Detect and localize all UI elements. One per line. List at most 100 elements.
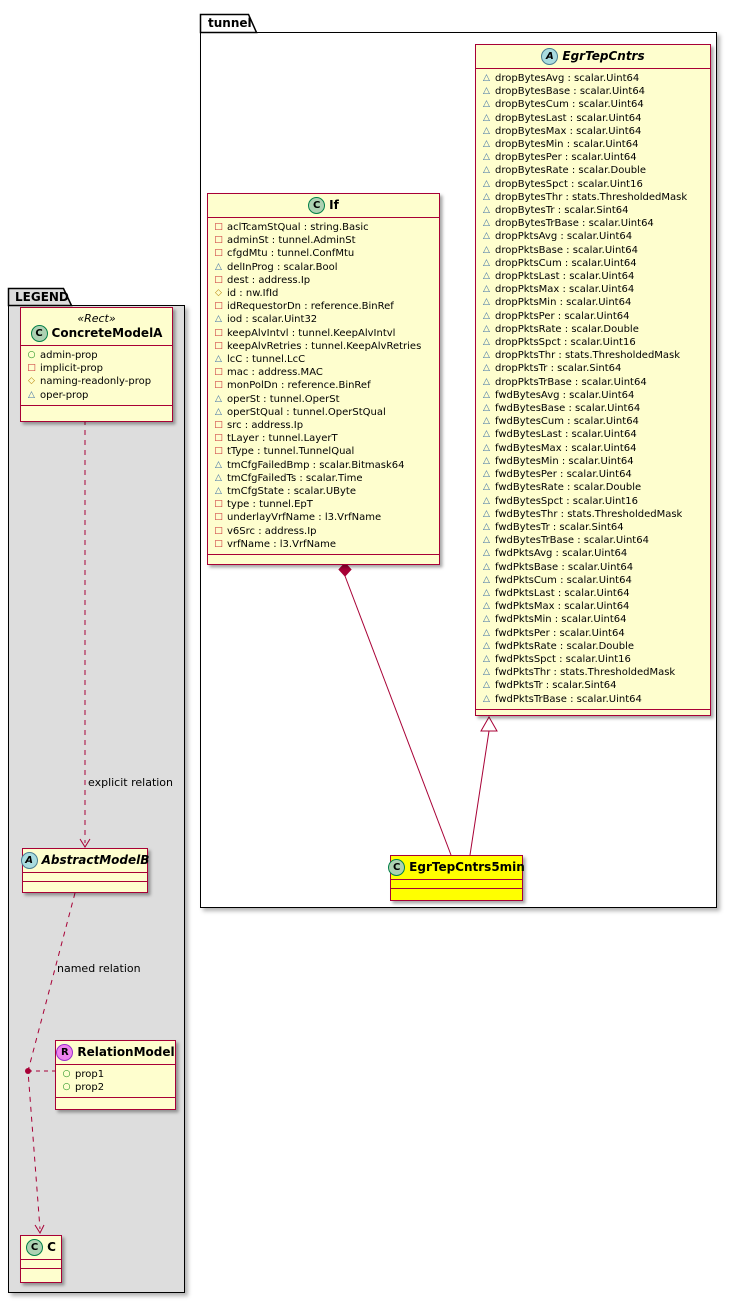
attribute-text: dropPktsMax : scalar.Uint64 <box>495 284 635 296</box>
class-if: C If aclTcamStQual : string.Basic adminS… <box>207 193 440 565</box>
attribute-row: dropPktsTrBase : scalar.Uint64 <box>476 376 710 389</box>
attribute-row: tLayer : tunnel.LayerT <box>208 432 439 445</box>
oper-prop-icon <box>481 283 492 296</box>
attribute-text: adminSt : tunnel.AdminSt <box>227 235 356 247</box>
property-visibility-icon <box>213 445 224 458</box>
attribute-text: fwdBytesRate : scalar.Double <box>495 482 642 494</box>
attribute-row: dropPktsSpct : scalar.Uint16 <box>476 336 710 349</box>
attribute-row: fwdPktsMin : scalar.Uint64 <box>476 613 710 626</box>
oper-prop-icon <box>481 85 492 98</box>
attribute-row: dropBytesCum : scalar.Uint64 <box>476 98 710 111</box>
attribute-row: fwdBytesSpct : scalar.Uint16 <box>476 495 710 508</box>
property-visibility-icon <box>26 375 37 388</box>
oper-prop-icon <box>481 455 492 468</box>
attribute-text: fwdBytesSpct : scalar.Uint16 <box>495 495 638 507</box>
attribute-text: fwdPktsMin : scalar.Uint64 <box>495 614 627 626</box>
attribute-text: dropBytesRate : scalar.Double <box>495 165 646 177</box>
attribute-text: dropBytesThr : stats.ThresholdedMask <box>495 191 688 203</box>
class-relationmodel: R RelationModel prop1 prop2 <box>55 1040 176 1110</box>
attribute-text: dropPktsThr : stats.ThresholdedMask <box>495 350 681 362</box>
class-icon: C <box>308 197 326 214</box>
oper-prop-icon <box>481 112 492 125</box>
oper-prop-icon <box>481 244 492 257</box>
attribute-row: fwdPktsCum : scalar.Uint64 <box>476 574 710 587</box>
attribute-text: fwdBytesMax : scalar.Uint64 <box>495 442 637 454</box>
attribute-text: dropPktsPer : scalar.Uint64 <box>495 310 630 322</box>
attribute-text: dropPktsAvg : scalar.Uint64 <box>495 231 633 243</box>
attribute-row: idRequestorDn : reference.BinRef <box>208 300 439 313</box>
attributes-section: aclTcamStQual : string.Basic adminSt : t… <box>208 217 439 554</box>
attribute-row: dropBytesMax : scalar.Uint64 <box>476 125 710 138</box>
attribute-row: dropPktsThr : stats.ThresholdedMask <box>476 349 710 362</box>
attribute-text: implicit-prop <box>40 363 103 375</box>
attribute-row: fwdBytesCum : scalar.Uint64 <box>476 415 710 428</box>
oper-prop-icon <box>481 521 492 534</box>
attribute-text: type : tunnel.EpT <box>227 499 313 511</box>
attribute-text: fwdBytesThr : stats.ThresholdedMask <box>495 508 683 520</box>
property-visibility-icon <box>213 459 224 472</box>
attribute-text: dropPktsTr : scalar.Sint64 <box>495 363 622 375</box>
oper-prop-icon <box>481 296 492 309</box>
attribute-text: fwdPktsTr : scalar.Sint64 <box>495 680 617 692</box>
attribute-row: dropBytesTrBase : scalar.Uint64 <box>476 217 710 230</box>
class-header: «Rect» C ConcreteModelA <box>21 308 172 345</box>
named-relation-label: named relation <box>57 962 141 975</box>
attribute-row: fwdBytesLast : scalar.Uint64 <box>476 428 710 441</box>
attribute-text: fwdPktsBase : scalar.Uint64 <box>495 561 634 573</box>
attribute-text: tmCfgFailedTs : scalar.Time <box>227 472 363 484</box>
oper-prop-icon <box>481 534 492 547</box>
oper-prop-icon <box>481 679 492 692</box>
attribute-row: underlayVrfName : l3.VrfName <box>208 511 439 524</box>
abstract-class-icon: A <box>541 48 559 65</box>
attribute-text: admin-prop <box>40 350 98 361</box>
abstract-class-icon: A <box>20 852 38 869</box>
attribute-row: dropPktsAvg : scalar.Uint64 <box>476 230 710 243</box>
attribute-text: tmCfgFailedBmp : scalar.Bitmask64 <box>227 459 405 471</box>
oper-prop-icon <box>481 508 492 521</box>
oper-prop-icon <box>481 600 492 613</box>
attributes-section-empty <box>21 1259 61 1268</box>
attribute-text: dropBytesLast : scalar.Uint64 <box>495 112 642 124</box>
attribute-row: fwdPktsBase : scalar.Uint64 <box>476 561 710 574</box>
class-header: R RelationModel <box>56 1041 175 1064</box>
oper-prop-icon <box>481 561 492 574</box>
property-visibility-icon <box>26 389 37 402</box>
attribute-text: dropBytesMax : scalar.Uint64 <box>495 125 642 137</box>
attribute-text: dropBytesTr : scalar.Sint64 <box>495 205 629 217</box>
oper-prop-icon <box>481 442 492 455</box>
attribute-row: dropBytesLast : scalar.Uint64 <box>476 112 710 125</box>
attribute-text: lcC : tunnel.LcC <box>227 354 306 366</box>
attribute-row: tType : tunnel.TunnelQual <box>208 445 439 458</box>
attribute-row: operSt : tunnel.OperSt <box>208 393 439 406</box>
property-visibility-icon <box>213 472 224 485</box>
property-visibility-icon <box>213 511 224 524</box>
oper-prop-icon <box>481 204 492 217</box>
attributes-section: admin-prop implicit-prop naming-readonly… <box>21 345 172 405</box>
stereotype-label: «Rect» <box>77 312 116 325</box>
attribute-row: iod : scalar.Uint32 <box>208 313 439 326</box>
attribute-text: iod : scalar.Uint32 <box>227 314 318 326</box>
class-title: AbstractModelB <box>41 853 150 867</box>
attribute-text: v6Src : address.Ip <box>227 525 317 537</box>
attribute-text: prop1 <box>75 1069 105 1080</box>
attribute-row: prop1 <box>56 1068 175 1081</box>
attribute-text: dropBytesSpct : scalar.Uint16 <box>495 178 643 190</box>
attribute-text: dropBytesPer : scalar.Uint64 <box>495 152 637 164</box>
oper-prop-icon <box>481 270 492 283</box>
oper-prop-icon <box>481 481 492 494</box>
attribute-text: dropPktsBase : scalar.Uint64 <box>495 244 638 256</box>
class-title: ConcreteModelA <box>51 326 163 340</box>
property-visibility-icon <box>213 525 224 538</box>
oper-prop-icon <box>481 72 492 85</box>
class-title: If <box>329 198 339 212</box>
attribute-text: aclTcamStQual : string.Basic <box>227 222 369 233</box>
attribute-text: mac : address.MAC <box>227 367 323 379</box>
property-visibility-icon <box>213 313 224 326</box>
oper-prop-icon <box>481 547 492 560</box>
attribute-row: fwdBytesThr : stats.ThresholdedMask <box>476 508 710 521</box>
oper-prop-icon <box>481 402 492 415</box>
property-visibility-icon <box>213 274 224 287</box>
oper-prop-icon <box>481 191 492 204</box>
class-c: C C <box>20 1235 62 1283</box>
